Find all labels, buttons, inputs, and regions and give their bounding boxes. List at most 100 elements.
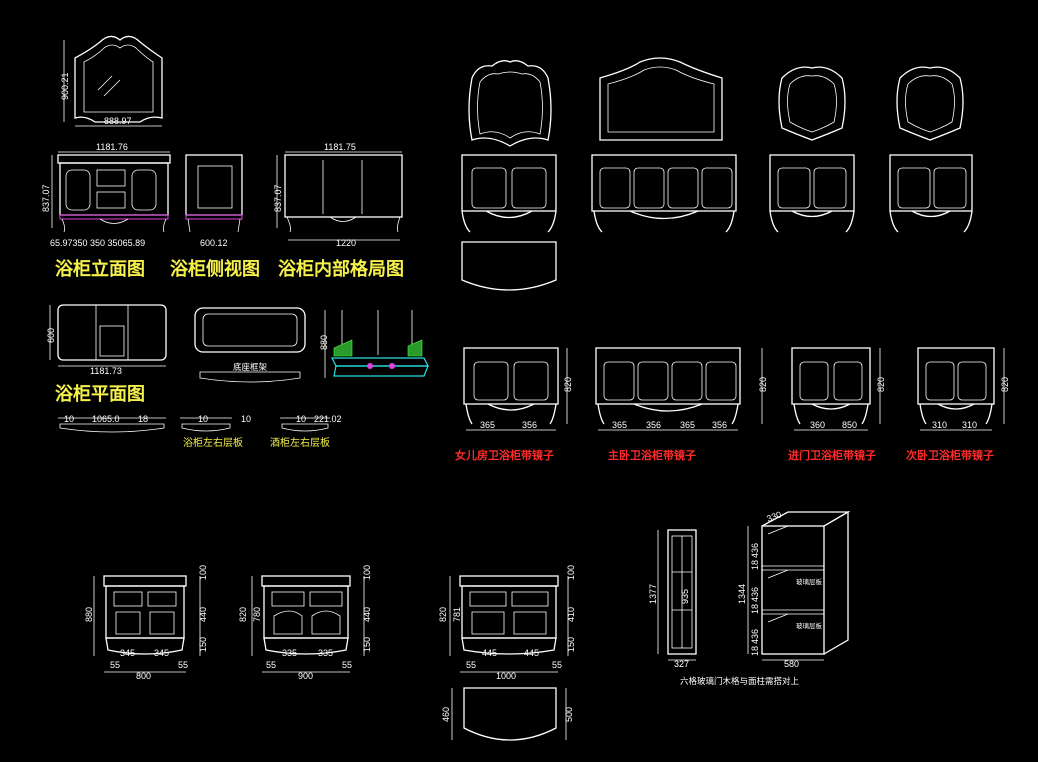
dim-b2-l: 55 [266, 660, 276, 670]
dim-b1-bot: 150 [198, 637, 208, 652]
dim-panel-2: 18 [138, 414, 148, 424]
tall-cabinet [657, 529, 697, 661]
title-internal-layout: 浴柜内部格局图 [278, 258, 404, 280]
vanity-row-middle [463, 347, 1005, 431]
dim-sp-2: 10 [241, 414, 251, 424]
dim-b1-a: 345 [120, 648, 135, 658]
note-six-door: 六格玻璃门木格与面柱需搭对上 [680, 676, 800, 687]
dim-b3-r: 55 [552, 660, 562, 670]
mirror-row [468, 57, 964, 147]
dim-daughter-a: 365 [480, 420, 495, 430]
vanity-internal-layout [276, 151, 403, 241]
dim-shelf-s3: 18 [750, 646, 760, 656]
dim-b3-l: 55 [466, 660, 476, 670]
caption-daughter: 女儿房卫浴柜带镜子 [455, 448, 554, 462]
dim-shelf-c: 436 [750, 629, 760, 644]
dim-sketch-height: 880 [319, 335, 329, 350]
label-side-panel: 浴柜左右层板 [183, 436, 243, 449]
label-glass-shelf-2: 玻璃层板 [796, 621, 823, 630]
base-frame [194, 307, 306, 383]
dim-b3-plan-r: 500 [564, 707, 574, 722]
label-base-frame: 底座框架 [233, 362, 268, 373]
dim-master-h: 820 [758, 377, 768, 392]
caption-second: 次卧卫浴柜带镜子 [906, 448, 994, 462]
dim-inner-width: 1181.75 [324, 142, 356, 152]
dim-b3-w: 1000 [496, 671, 516, 681]
dim-b3-plan-h: 460 [441, 707, 451, 722]
dim-b3-bot: 150 [566, 637, 576, 652]
dim-b2-h: 820 [238, 607, 248, 622]
dim-b3-top: 100 [566, 565, 576, 580]
title-side-view: 浴柜侧视图 [170, 258, 260, 280]
dim-front-width: 1181.76 [96, 142, 128, 152]
dim-plan-width: 1181.73 [90, 366, 122, 376]
dim-shelf-b: 436 [750, 587, 760, 602]
cabinet-900 [251, 575, 365, 673]
dim-side-width: 600.12 [200, 238, 228, 248]
dim-b2-a: 335 [282, 648, 297, 658]
dim-second-h: 820 [1000, 377, 1010, 392]
dim-b1-mid: 440 [198, 607, 208, 622]
dim-b2-mid: 440 [362, 607, 372, 622]
dim-shelf-s1: 18 [750, 560, 760, 570]
dim-master-a: 365 [612, 420, 627, 430]
dim-mirror-height: 900.21 [60, 72, 70, 100]
dim-inner-bottom: 1220 [336, 238, 356, 248]
caption-entry: 进门卫浴柜带镜子 [788, 448, 876, 462]
caption-master: 主卧卫浴柜带镜子 [608, 448, 696, 462]
shelf-cabinet-3d [747, 510, 851, 661]
dim-tall-h: 1377 [648, 584, 658, 604]
dim-master-d: 356 [712, 420, 727, 430]
dim-entry-h: 820 [876, 377, 886, 392]
dim-b3-h: 820 [438, 607, 448, 622]
dim-b2-r: 55 [342, 660, 352, 670]
dim-mirror-width: 888.97 [104, 116, 132, 126]
dim-master-b: 356 [646, 420, 661, 430]
dim-panel-mid: 1065.0 [92, 414, 120, 424]
dim-wp-1: 10 [296, 414, 306, 424]
dim-b1-r: 55 [178, 660, 188, 670]
vanity-front-elevation [51, 151, 171, 233]
title-elevation: 浴柜立面图 [55, 258, 145, 280]
dim-inner-height: 837.07 [273, 184, 283, 212]
label-wine-panel: 酒柜左右层板 [270, 436, 330, 449]
dim-second-b: 310 [962, 420, 977, 430]
dim-b2-top: 100 [362, 565, 372, 580]
vanity-side-view [185, 154, 243, 233]
dim-b3-a: 445 [482, 648, 497, 658]
cabinet-800 [93, 575, 201, 673]
dim-master-c: 365 [680, 420, 695, 430]
dim-b3-mid: 410 [566, 607, 576, 622]
dim-b1-top: 100 [198, 565, 208, 580]
vanity-row-top [461, 154, 973, 291]
vanity-3d-sketch [324, 310, 429, 378]
dim-tall-in: 935 [680, 589, 690, 604]
dim-b2-w: 900 [298, 671, 313, 681]
dim-sp-1: 10 [198, 414, 208, 424]
title-plan: 浴柜平面图 [55, 383, 145, 405]
dim-front-parts: 65.97350 350 35065.89 [50, 238, 145, 248]
panel-shapes [58, 417, 330, 433]
dim-plan-height: 600 [46, 328, 56, 343]
dim-second-a: 310 [932, 420, 947, 430]
dim-b2-in: 780 [252, 607, 262, 622]
dim-front-height: 837.07 [41, 184, 51, 212]
dim-panel-1: 10 [64, 414, 74, 424]
dim-entry-b: 850 [842, 420, 857, 430]
dim-b1-b: 345 [154, 648, 169, 658]
label-glass-shelf-1: 玻璃层板 [796, 577, 823, 586]
vanity-plan-view [49, 304, 167, 367]
cabinet-1000 [449, 575, 569, 741]
mirror-elevation [63, 35, 163, 127]
dim-daughter-b: 356 [522, 420, 537, 430]
dim-b1-h: 880 [84, 607, 94, 622]
dim-b1-w: 800 [136, 671, 151, 681]
dim-wp-2: 221.02 [314, 414, 342, 424]
dim-shelf-total: 1344 [737, 584, 747, 604]
dim-tall-w: 327 [674, 659, 689, 669]
dim-b2-b: 335 [318, 648, 333, 658]
dim-b1-l: 55 [110, 660, 120, 670]
dim-shelf-s2: 18 [750, 604, 760, 614]
dim-b3-b: 445 [524, 648, 539, 658]
